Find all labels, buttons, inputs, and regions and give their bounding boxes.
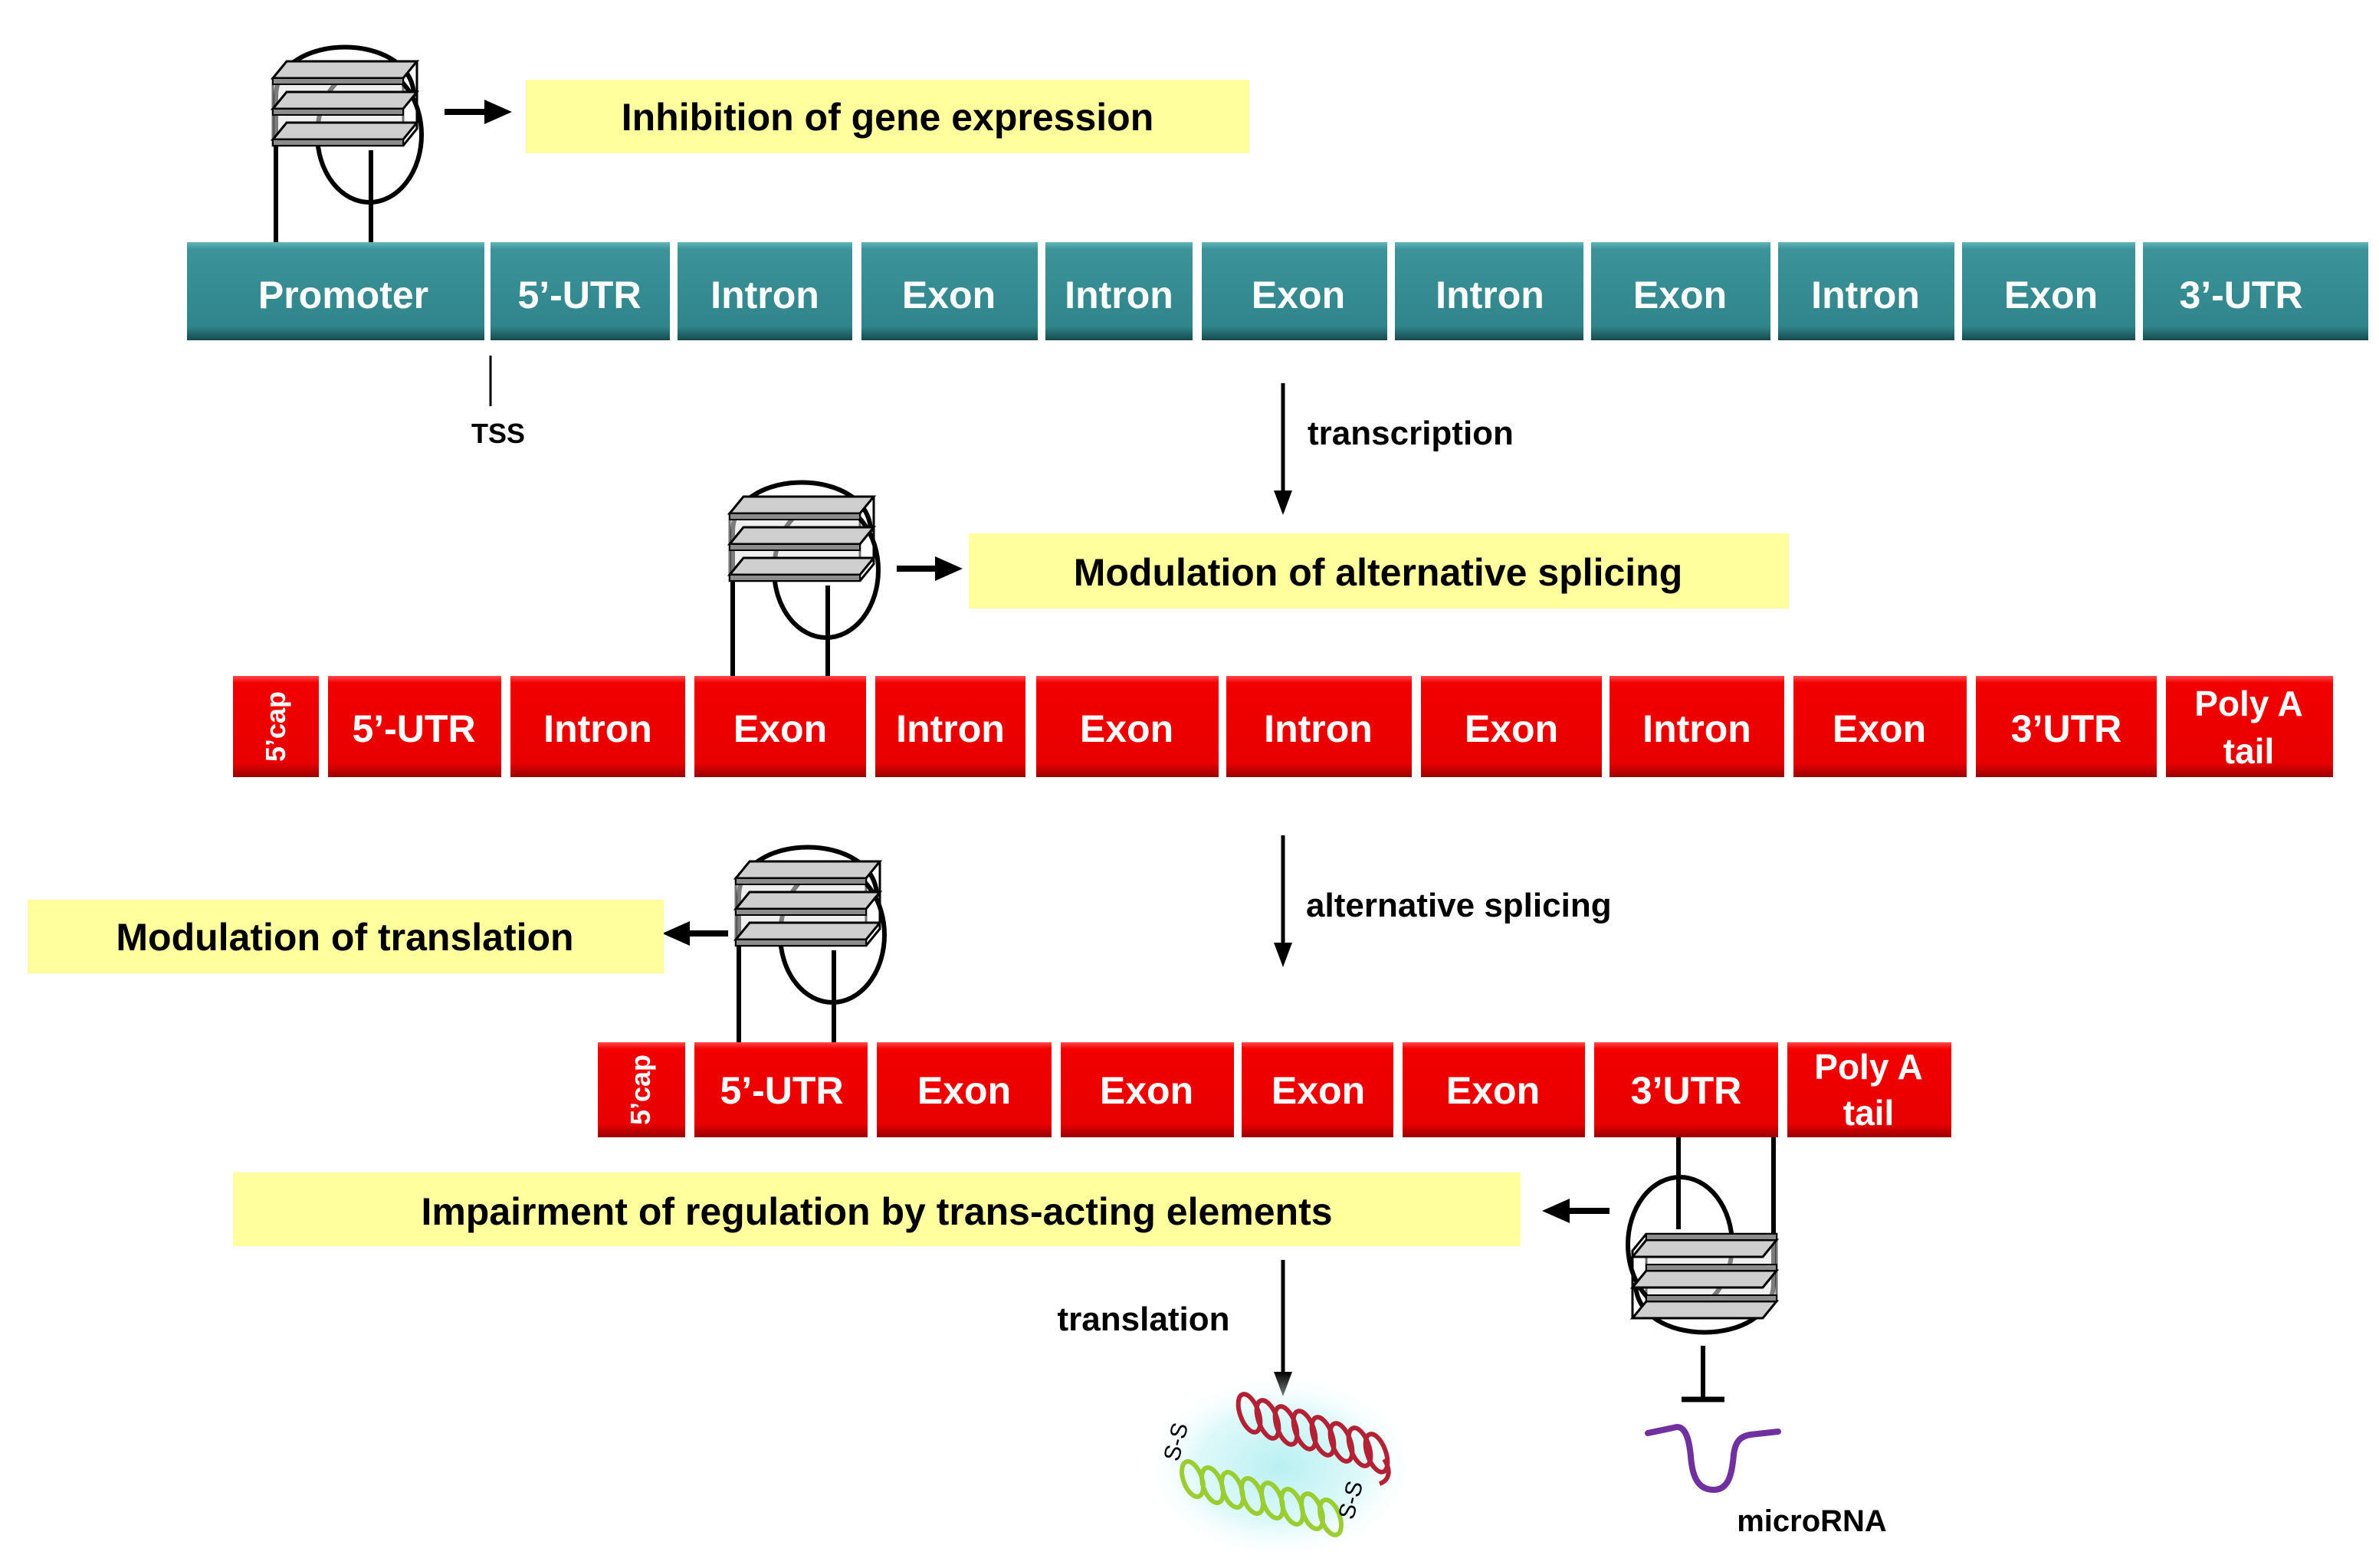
alternative-splicing-arrow-icon [1274, 835, 1292, 967]
dna-segment-intron [1045, 242, 1193, 340]
mrna-segment-exon [1242, 1042, 1393, 1137]
mrna-segment-exon [1403, 1042, 1585, 1137]
dna-segment-label: 5’-UTR [517, 274, 641, 317]
dna-segment-label: Promoter [258, 274, 428, 317]
dna-segment-exon [1962, 242, 2135, 340]
dna-segment-5utr [491, 242, 670, 340]
pre-mrna-segment-exon [1421, 676, 1602, 777]
mrna-segment-5utr [694, 1042, 868, 1137]
callout-box [969, 533, 1789, 609]
protein-helix-icon: S-S S-S [1142, 1372, 1418, 1562]
pre-mrna-segment-intron [1610, 676, 1784, 777]
callout-translation: Modulation of translation [28, 900, 664, 973]
mrna-poly-a-line1: Poly A [1814, 1047, 1922, 1087]
tss-label: TSS [471, 418, 525, 449]
pre-mrna-segment-label: Exon [1080, 707, 1173, 750]
dna-segment-label: 3’-UTR [2179, 274, 2302, 317]
pre-mrna-segment-label: Exon [1833, 707, 1926, 750]
dna-segment-exon [1202, 242, 1387, 340]
pre-mrna-segment-label: Intron [1264, 707, 1373, 750]
mrna-cap-label: 5’cap [625, 1055, 656, 1125]
dna-segment-label: Exon [1252, 274, 1345, 317]
pre-mrna-segment-label: Intron [543, 707, 652, 750]
pre-mrna-poly-a-line2: tail [2223, 731, 2274, 771]
dna-bar: Promoter 5’-UTR Intron Exon Intron Exon … [187, 242, 2368, 340]
pre-mrna-segment-exon [694, 676, 866, 777]
pre-mrna-segment-label: 3’UTR [2011, 707, 2121, 750]
pre-mrna-segment-intron [510, 676, 685, 777]
mrna-segment-label: 5’-UTR [720, 1069, 843, 1112]
mrna-segment-label: Exon [1272, 1069, 1365, 1112]
pre-mrna-bar: 5’cap 5’-UTR Intron Exon Intron Exon Int… [233, 676, 2333, 777]
pre-mrna-segment-3utr [1976, 676, 2157, 777]
pre-mrna-segment-label: Exon [733, 707, 827, 750]
mrna-segment-label: Exon [917, 1069, 1011, 1112]
step-transcription-label: transcription [1308, 415, 1514, 452]
mrna-segment-label: Exon [1446, 1069, 1540, 1112]
mrna-poly-a-line2: tail [1843, 1093, 1894, 1133]
transcription-arrow-icon [1274, 383, 1292, 515]
g-quadruplex-icon [730, 483, 878, 678]
dna-segment-3utr [2143, 242, 2368, 340]
mrna-segment-exon [1061, 1042, 1234, 1137]
mrna-segment-label: Exon [1100, 1069, 1193, 1112]
dna-segment-label: Intron [710, 274, 819, 317]
dna-segment-exon [861, 242, 1038, 340]
pre-mrna-segment-cap [233, 676, 319, 777]
mrna-segment-label: 3’UTR [1631, 1069, 1741, 1112]
dna-segment-intron [678, 242, 852, 340]
dna-segment-promoter [187, 242, 484, 340]
mrna-segment-3utr [1594, 1042, 1778, 1137]
pre-mrna-segment-exon [1036, 676, 1219, 777]
mrna-bar: 5’cap 5’-UTR Exon Exon Exon Exon 3’UTR P… [598, 1042, 1951, 1137]
arrow-icon [662, 921, 728, 946]
dna-segment-label: Exon [1633, 274, 1727, 317]
pre-mrna-segment-label: 5’-UTR [352, 707, 475, 750]
callout-impairment: Impairment of regulation by trans-acting… [233, 1173, 1521, 1246]
dna-segment-label: Intron [1065, 274, 1173, 317]
callout-inhibition-text: Inhibition of gene expression [622, 96, 1154, 139]
pre-mrna-poly-a-line1: Poly A [2194, 684, 2302, 723]
pre-mrna-segment-label: Intron [1642, 707, 1751, 750]
callout-inhibition: Inhibition of gene expression [526, 80, 1249, 153]
pre-mrna-segment-intron [875, 676, 1025, 777]
pre-mrna-cap-label: 5’cap [260, 691, 291, 762]
callout-splicing: Modulation of alternative splicing [969, 533, 1789, 609]
pre-mrna-segment-poly-a-tail [2166, 676, 2333, 777]
dna-segment-intron [1395, 242, 1583, 340]
step-translation-label: translation [1058, 1301, 1230, 1338]
dna-segment-label: Exon [902, 274, 996, 317]
pre-mrna-segment-intron [1226, 676, 1412, 777]
arrow-icon [1542, 1199, 1610, 1223]
g-quadruplex-icon [1628, 1137, 1777, 1333]
callout-impairment-text: Impairment of regulation by trans-acting… [421, 1190, 1332, 1233]
callout-translation-text: Modulation of translation [116, 916, 573, 959]
callout-box [233, 1173, 1521, 1246]
dna-segment-label: Exon [2004, 274, 2098, 317]
callout-splicing-text: Modulation of alternative splicing [1074, 551, 1683, 594]
g-quadruplex-icon [273, 48, 422, 243]
step-alternative-splicing-label: alternative splicing [1306, 887, 1612, 924]
callout-box [526, 80, 1249, 153]
pre-mrna-segment-label: Intron [896, 707, 1005, 750]
pre-mrna-segment-exon [1793, 676, 1967, 777]
dna-segment-label: Intron [1436, 274, 1544, 317]
arrow-icon [897, 556, 963, 581]
dna-segment-exon [1591, 242, 1770, 340]
microrna-label: microRNA [1737, 1504, 1887, 1538]
pre-mrna-segment-label: Exon [1465, 707, 1558, 750]
dna-segment-intron [1778, 242, 1954, 340]
g-quadruplex-icon [736, 848, 884, 1043]
pre-mrna-segment-5utr [328, 676, 501, 777]
microrna-icon [1645, 1423, 1781, 1494]
arrow-icon [445, 100, 512, 124]
mrna-segment-exon [877, 1042, 1052, 1137]
mrna-segment-cap [598, 1042, 685, 1137]
inhibition-bar-icon [1682, 1346, 1724, 1402]
dna-segment-label: Intron [1811, 274, 1920, 317]
mrna-segment-poly-a-tail [1787, 1042, 1951, 1137]
callout-box [28, 900, 664, 973]
